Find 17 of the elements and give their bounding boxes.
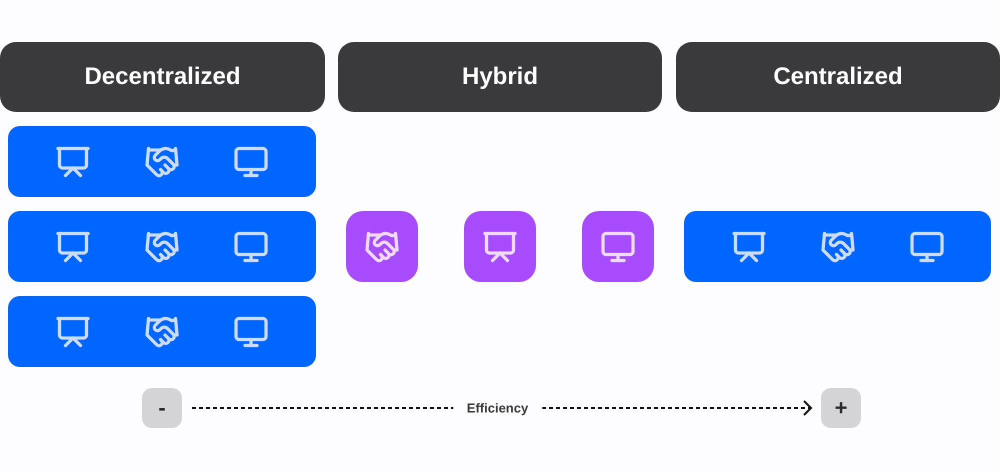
process-square	[582, 211, 654, 282]
process-bar	[8, 296, 316, 367]
process-bar	[684, 211, 991, 282]
process-square	[464, 211, 536, 282]
sign-symbol: -	[158, 397, 166, 419]
process-bar	[8, 126, 316, 197]
sign-tile	[142, 388, 182, 428]
process-square	[346, 211, 418, 282]
category-header	[338, 42, 662, 112]
sign-symbol: +	[834, 397, 848, 419]
header-title: Centralized	[773, 63, 903, 91]
header-title: Hybrid	[462, 63, 538, 91]
header-title: Decentralized	[84, 63, 241, 91]
category-header	[0, 42, 325, 112]
process-bar	[8, 211, 316, 282]
category-header	[676, 42, 1000, 112]
sign-tile	[821, 388, 861, 428]
